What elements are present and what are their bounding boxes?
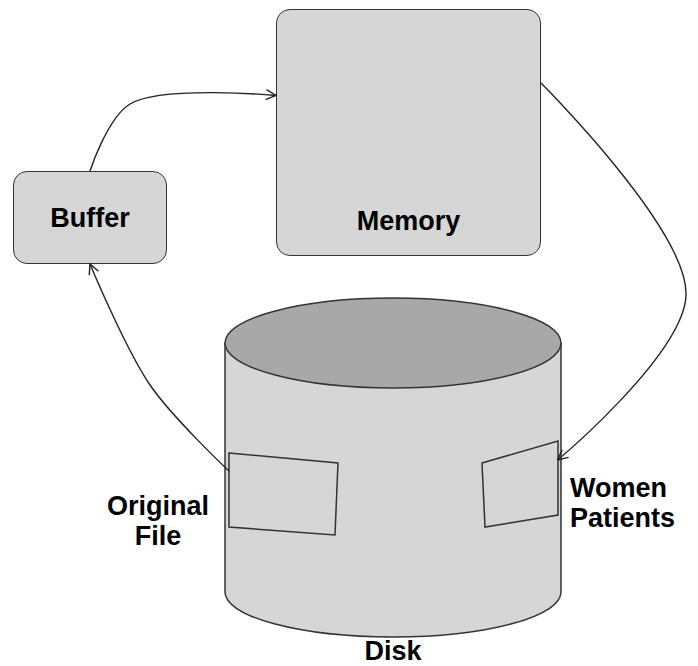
label-holder: Disk bbox=[224, 636, 562, 666]
flow-arrow bbox=[90, 93, 276, 171]
node-label: Original File bbox=[97, 491, 219, 551]
region-shape bbox=[482, 441, 558, 527]
label-holder: Original File bbox=[97, 491, 219, 551]
memory-box: Memory bbox=[276, 9, 541, 256]
label-holder: Memory bbox=[277, 206, 540, 236]
node-label: Memory bbox=[277, 206, 540, 236]
node-label: Buffer bbox=[14, 203, 166, 233]
node-label: Women Patients bbox=[570, 473, 690, 533]
file-region: Original File bbox=[229, 453, 339, 535]
node-label: Disk bbox=[224, 636, 562, 666]
flow-arrow bbox=[541, 83, 686, 460]
label-holder: Women Patients bbox=[570, 473, 690, 533]
flow-arrow bbox=[90, 264, 229, 471]
buffer-box: Buffer bbox=[13, 171, 167, 264]
cylinder-top bbox=[225, 298, 561, 388]
file-region: Women Patients bbox=[482, 441, 560, 527]
disk-cylinder: Disk Original File Women Patients bbox=[224, 296, 562, 666]
region-outline bbox=[229, 453, 339, 535]
region-outline bbox=[482, 441, 560, 527]
region-shape bbox=[229, 453, 338, 535]
label-holder: Buffer bbox=[14, 203, 166, 233]
